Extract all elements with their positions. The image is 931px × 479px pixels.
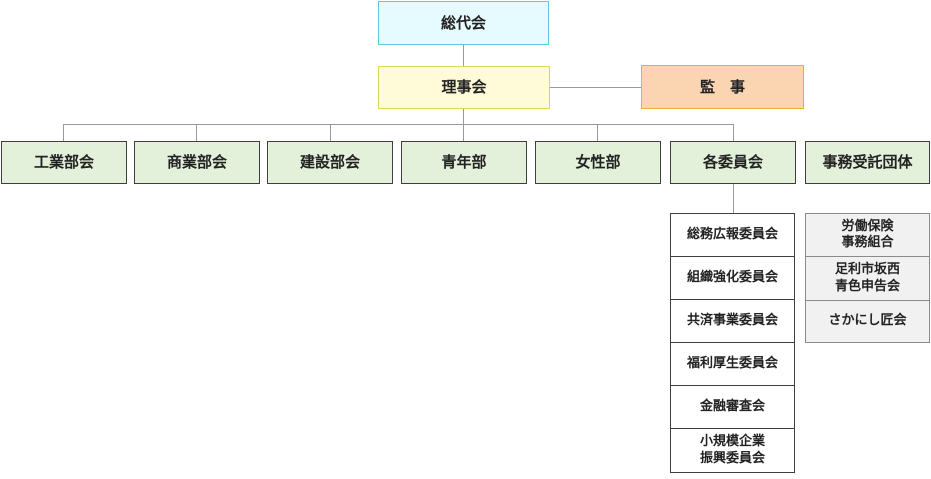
board-node: 理事会: [378, 66, 550, 109]
department-node-construction: 建設部会: [267, 141, 393, 184]
department-label: 商業部会: [166, 153, 227, 172]
entrusted-label: 足利市坂西 青色申告会: [834, 262, 900, 294]
committee-label: 小規模企業 振興委員会: [699, 434, 765, 466]
connector-drop-1: [63, 124, 64, 141]
committee-item: 小規模企業 振興委員会: [670, 428, 795, 473]
entrusted-label: 労働保険 事務組合: [841, 218, 894, 250]
connector-drop-3: [330, 124, 331, 141]
department-node-committees: 各委員会: [670, 141, 796, 184]
general-assembly-node: 総代会: [378, 1, 549, 45]
committee-item: 総務広報委員会: [670, 213, 795, 256]
department-node-women: 女性部: [535, 141, 661, 184]
committee-label: 総務広報委員会: [686, 226, 778, 242]
department-label: 青年部: [441, 153, 487, 172]
audit-node: 監 事: [641, 65, 804, 109]
general-assembly-label: 総代会: [440, 13, 486, 32]
department-node-commerce: 商業部会: [134, 141, 260, 184]
connector-board-down: [463, 109, 464, 124]
entrusted-label: さかにし匠会: [828, 313, 907, 329]
connector-drop-6: [733, 124, 734, 141]
department-node-youth: 青年部: [401, 141, 527, 184]
department-label: 各委員会: [702, 153, 763, 172]
entrusted-item: 労働保険 事務組合: [805, 213, 930, 256]
connector-drop-5: [597, 124, 598, 141]
connector-committees: [733, 184, 734, 213]
connector-board-audit: [550, 87, 641, 88]
committee-label: 組織強化委員会: [686, 269, 778, 285]
committee-label: 金融審査会: [699, 398, 765, 414]
connector-horizontal-bus: [63, 124, 734, 125]
entrusted-item: さかにし匠会: [805, 300, 930, 343]
committee-item: 金融審査会: [670, 385, 795, 428]
department-label: 工業部会: [33, 153, 94, 172]
entrusted-item: 足利市坂西 青色申告会: [805, 256, 930, 300]
board-label: 理事会: [441, 78, 487, 97]
committee-label: 共済事業委員会: [686, 312, 778, 328]
department-label: 女性部: [575, 153, 621, 172]
committee-item: 共済事業委員会: [670, 299, 795, 342]
committee-item: 組織強化委員会: [670, 256, 795, 299]
committee-item: 福利厚生委員会: [670, 342, 795, 385]
audit-label: 監 事: [699, 77, 745, 96]
department-node-industry: 工業部会: [1, 141, 127, 184]
connector-drop-4: [463, 124, 464, 141]
department-node-entrusted: 事務受託団体: [805, 141, 930, 184]
connector-drop-2: [196, 124, 197, 141]
department-label: 建設部会: [299, 153, 360, 172]
committee-label: 福利厚生委員会: [686, 355, 778, 371]
department-label: 事務受託団体: [822, 153, 913, 172]
connector-top-board: [463, 45, 464, 66]
